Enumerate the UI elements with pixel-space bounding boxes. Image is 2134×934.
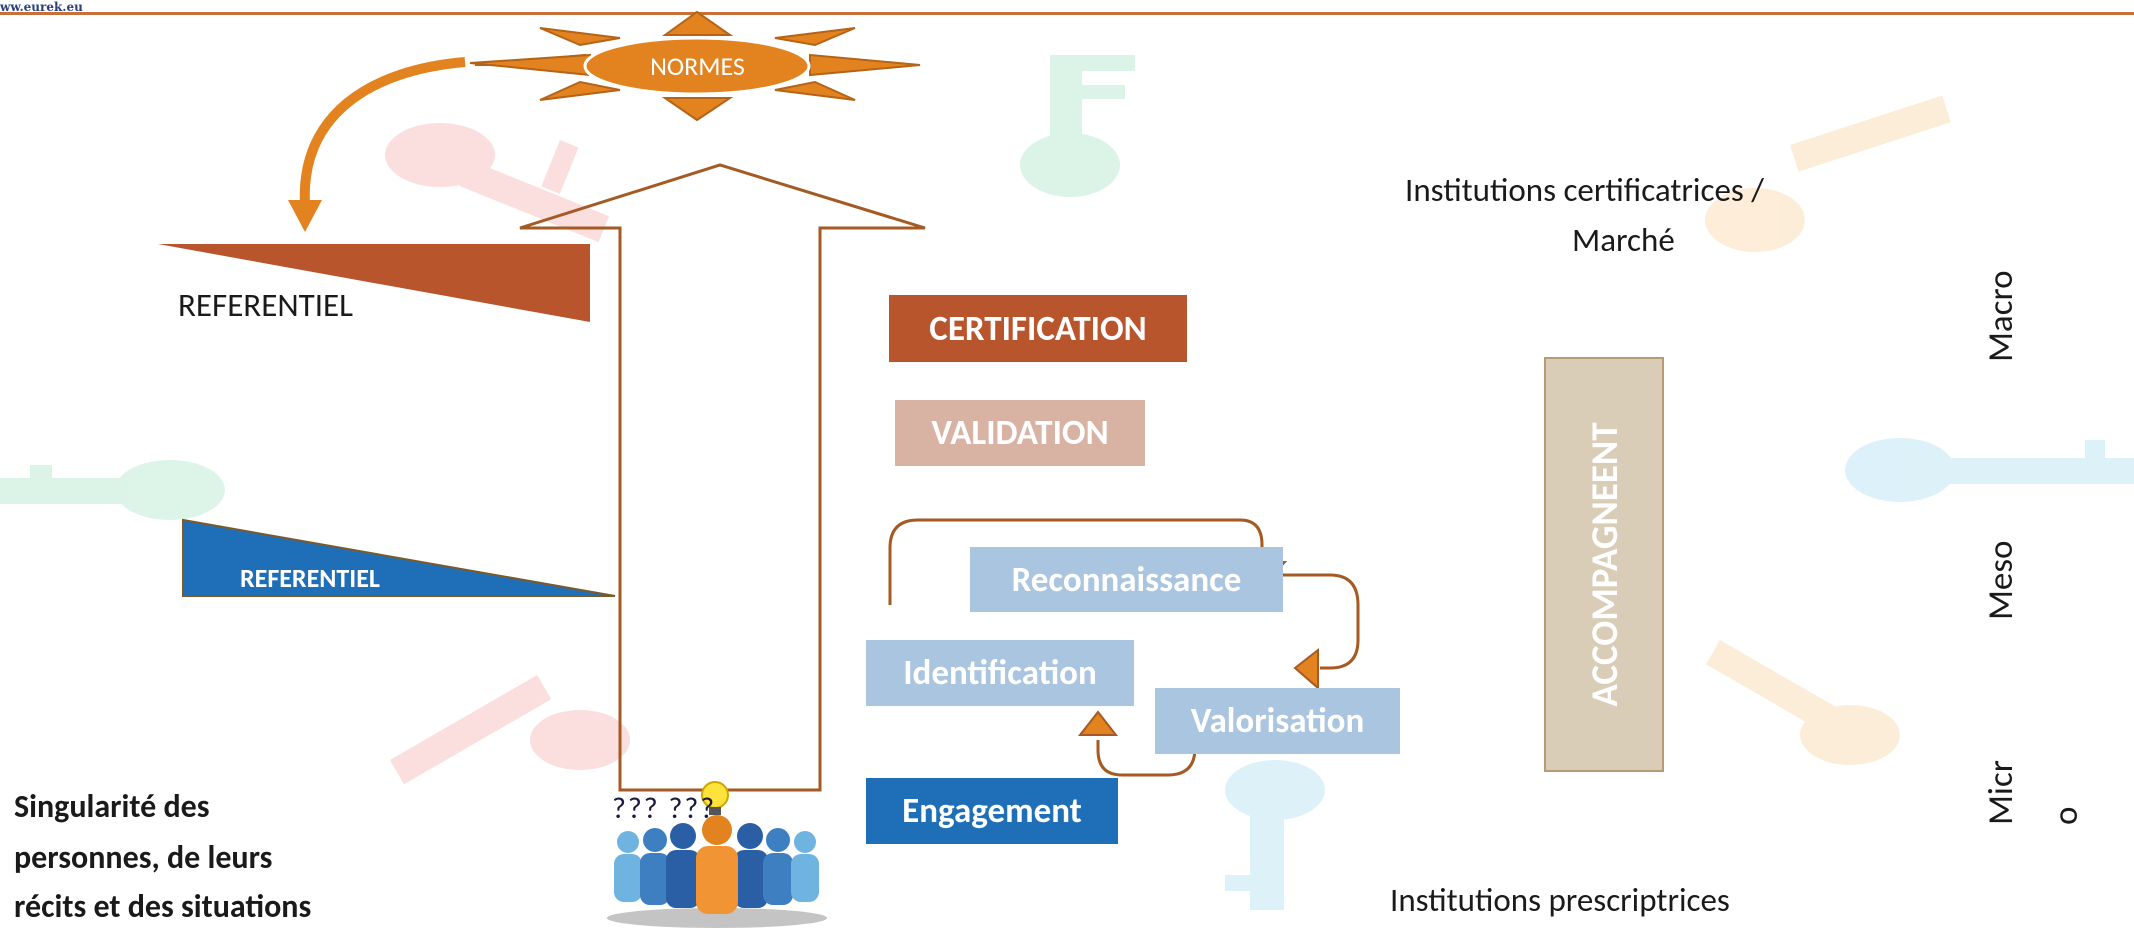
- validation-box: VALIDATION: [895, 400, 1145, 466]
- accompagnement-box: [1544, 357, 1664, 772]
- big-upward-arrow: [519, 163, 926, 792]
- people-question-marks: ??? ???: [612, 790, 717, 827]
- normes-to-referentiel-arrow: [299, 57, 466, 206]
- certification-box: CERTIFICATION: [889, 295, 1187, 362]
- accompagnement-label: ACCOMPAGNEENT: [1581, 422, 1627, 707]
- referentiel-top-wedge: [158, 244, 590, 322]
- referentiel-top-label: REFERENTIEL: [178, 285, 354, 325]
- site-url: ww.eurek.eu: [0, 0, 83, 14]
- cycle-arrow-valorisation-to-identification: [1096, 720, 1197, 777]
- key-watermark-pink-bottom: [390, 675, 630, 785]
- key-watermark-green-left: [0, 460, 225, 520]
- cycle-arrowhead-2: [1293, 647, 1319, 691]
- institutions-certificatrices-line2: Marché: [1572, 220, 1675, 260]
- singularity-line3: récits et des situations: [14, 887, 312, 926]
- referentiel-bottom-label: REFERENTIEL: [240, 562, 380, 594]
- identification-box: Identification: [866, 640, 1134, 706]
- reconnaissance-box: Reconnaissance: [970, 547, 1283, 612]
- normes-label: NORMES: [650, 50, 745, 82]
- cycle-arrow-identification-to-reconnaissance: [888, 518, 1264, 605]
- key-watermark-green-top: [1020, 55, 1135, 197]
- level-micro-line2: o: [2045, 806, 2087, 825]
- key-watermark-orange-right: [1705, 95, 1951, 252]
- singularity-line2: personnes, de leurs: [14, 838, 273, 877]
- key-watermark-blue-right: [1845, 438, 2134, 502]
- key-watermark-blue-bottom: [1225, 760, 1325, 910]
- engagement-box: Engagement: [866, 778, 1118, 844]
- level-meso: Meso: [1980, 540, 2022, 621]
- referentiel-bottom-wedge: [182, 518, 616, 597]
- cycle-arrowhead-3: [1077, 710, 1119, 736]
- institutions-prescriptrices: Institutions prescriptrices: [1390, 880, 1730, 920]
- singularity-line1: Singularité des: [14, 787, 210, 826]
- institutions-certificatrices-line1: Institutions certificatrices /: [1405, 170, 1764, 210]
- normes-arrow-head: [288, 200, 322, 232]
- key-watermark-orange-bottom: [1705, 640, 1900, 765]
- people-group-illustration: [607, 781, 827, 928]
- key-watermark-pink-top: [385, 123, 610, 243]
- valorisation-box: Valorisation: [1155, 688, 1400, 754]
- cycle-arrow-reconnaissance-to-valorisation: [1275, 573, 1360, 670]
- level-macro: Macro: [1980, 270, 2022, 362]
- level-micro-line1: Micr: [1980, 760, 2022, 825]
- top-rule: [0, 12, 2134, 15]
- sun-body: [583, 36, 811, 96]
